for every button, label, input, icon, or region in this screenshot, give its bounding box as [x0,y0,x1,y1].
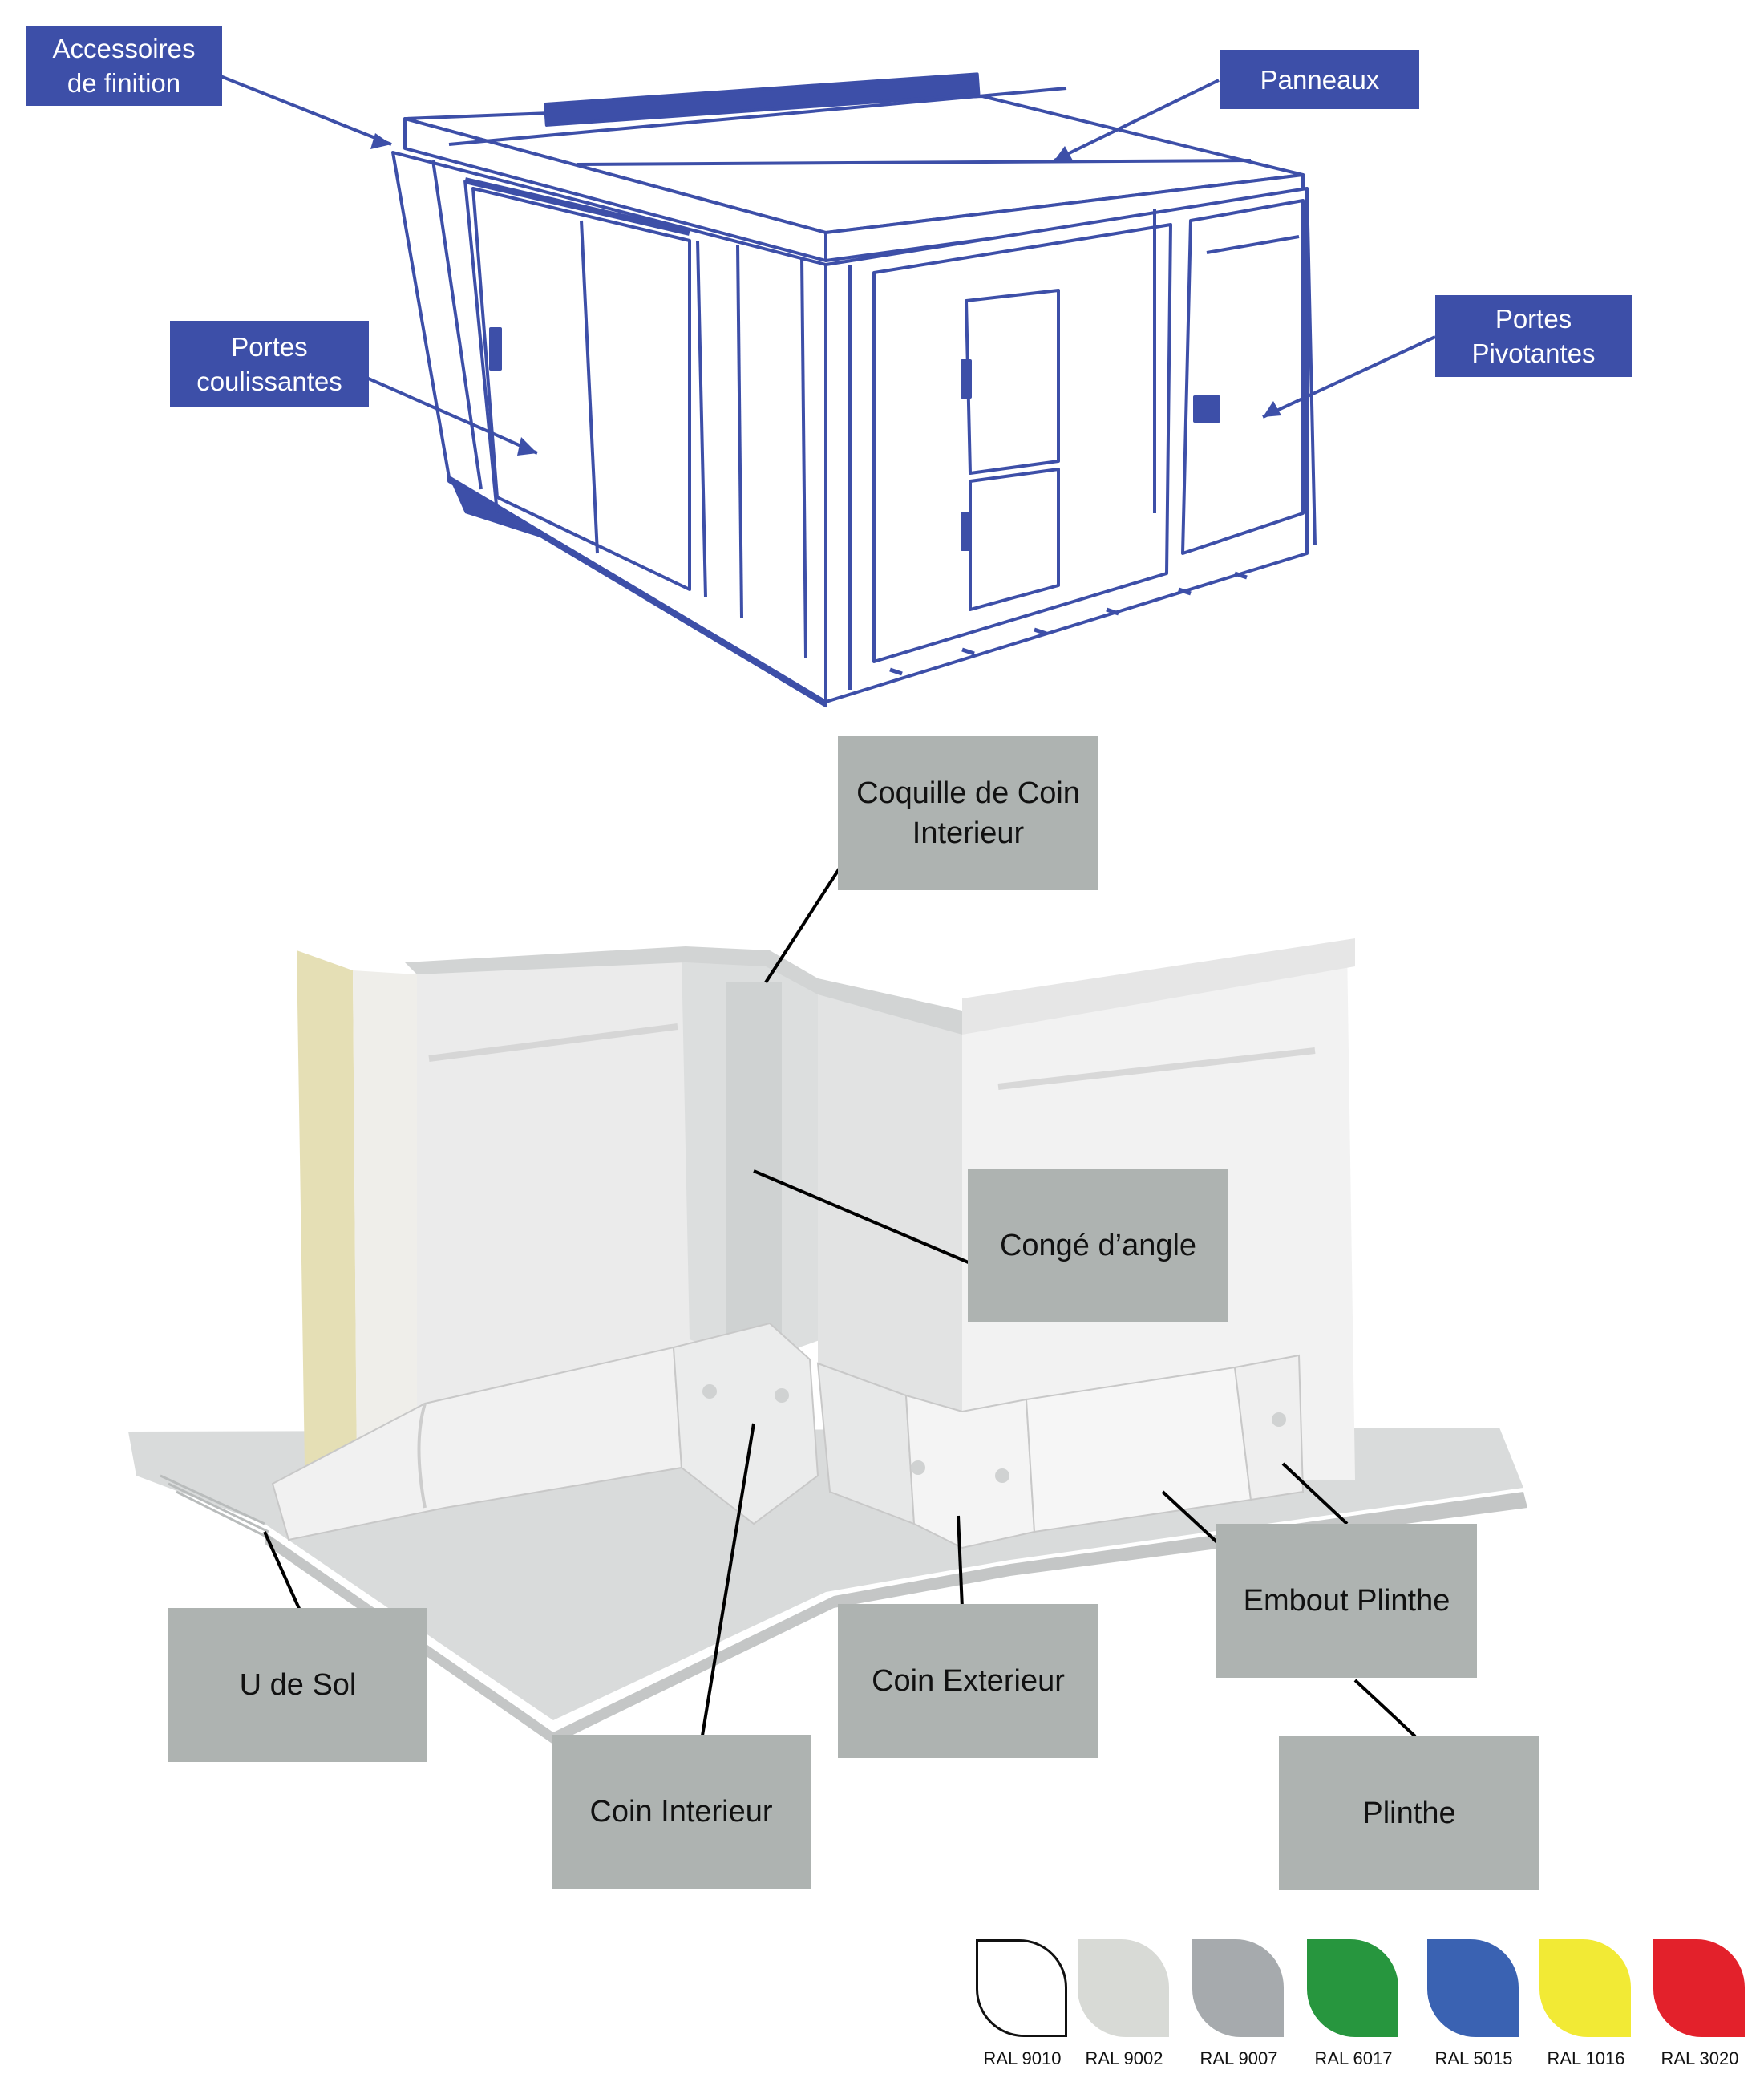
cold-room-drawing [391,72,1317,707]
swatch-0: RAL 9010 [974,1939,1070,2076]
label-text: Panneaux [1260,64,1380,95]
label-text: Plinthe [1362,1796,1456,1830]
label-text: Portes coulissantes [196,331,342,396]
swatch-3: RAL 6017 [1305,1939,1402,2076]
swatch-color [1539,1939,1631,2037]
exterior-corner-piece [904,1394,1036,1549]
right-wall-panel [818,986,962,1476]
label-conge-d-angle: Congé d’angle [968,1169,1228,1322]
sliding-door [471,187,691,591]
top-leader-lines [220,75,1436,455]
swatch-label: RAL 5015 [1434,2048,1513,2068]
swatch-color [1192,1939,1284,2037]
swatch-6: RAL 3020 [1652,1939,1748,2076]
swatch-color [1307,1939,1398,2037]
panel-edge [297,950,357,1476]
interior-corner-piece [672,1322,819,1525]
swatch-4: RAL 5015 [1426,1939,1522,2076]
bottom-leader-lines [263,863,1417,1741]
label-text: Embout Plinthe [1243,1584,1450,1618]
label-coin-interieur: Coin Interieur [552,1735,811,1889]
label-coin-exterieur: Coin Exterieur [838,1604,1098,1758]
label-accessoires-de-finition: Accessoires de finition [26,26,222,106]
swatch-label: RAL 9002 [1085,2048,1163,2068]
swatch-color [976,1939,1067,2037]
label-portes-pivotantes: Portes Pivotantes [1435,295,1632,377]
label-panneaux: Panneaux [1220,50,1419,109]
label-text: Coquille de Coin Interieur [856,776,1080,850]
label-text: Coin Exterieur [872,1664,1065,1698]
swatch-2: RAL 9007 [1191,1939,1287,2076]
label-u-de-sol: U de Sol [168,1608,427,1762]
skirting-end-cap [1233,1354,1305,1501]
swatch-1: RAL 9002 [1076,1939,1172,2076]
label-text: Congé d’angle [999,1229,1197,1262]
swatch-color [1427,1939,1519,2037]
label-embout-plinthe: Embout Plinthe [1216,1524,1477,1678]
label-coquille-de-coin-interieur: Coquille de Coin Interieur [838,736,1098,890]
swatch-label: RAL 3020 [1661,2048,1739,2068]
label-portes-coulissantes: Portes coulissantes [170,321,369,407]
swatch-label: RAL 6017 [1314,2048,1393,2068]
swatch-label: RAL 1016 [1547,2048,1625,2068]
label-text: Portes Pivotantes [1471,304,1596,368]
roof-rail [544,72,981,127]
swatch-color [1653,1939,1745,2037]
swatch-label: RAL 9007 [1200,2048,1278,2068]
label-text: U de Sol [239,1668,357,1702]
pivot-door-right [1181,199,1305,555]
label-plinthe: Plinthe [1279,1736,1539,1890]
swatch-color [1078,1939,1169,2037]
swatch-5: RAL 1016 [1538,1939,1634,2076]
label-text: Accessoires de finition [52,34,196,98]
swatch-label: RAL 9010 [983,2048,1062,2068]
label-text: Coin Interieur [589,1795,773,1829]
